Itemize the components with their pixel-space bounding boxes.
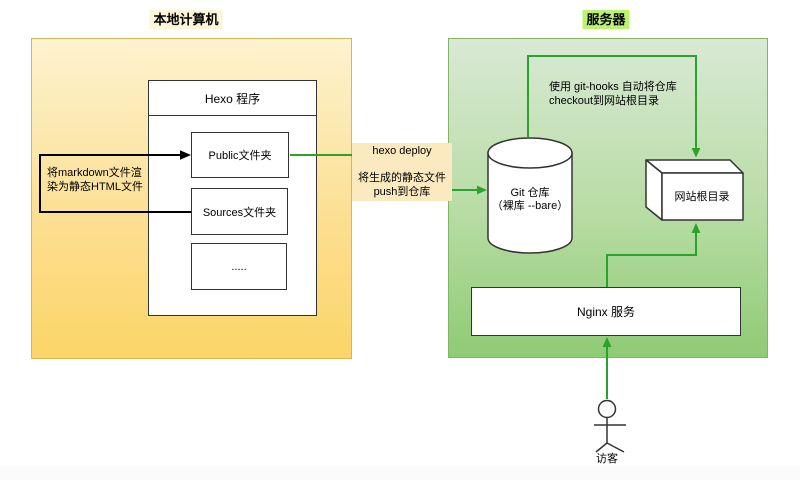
deploy-label: hexo deploy 将生成的静态文件 push到仓库: [352, 143, 452, 201]
visitor-figure: [594, 399, 626, 453]
server-title: 服务器: [582, 10, 630, 29]
webroot-label: 网站根目录: [674, 191, 730, 203]
visitor-label: 访客: [596, 453, 618, 465]
folder-box-public: Public文件夹: [191, 132, 289, 178]
hexo-program-box: Hexo 程序 Public文件夹 Sources文件夹 .....: [148, 80, 317, 316]
hexo-program-header: Hexo 程序: [149, 81, 316, 116]
folder-box-sources: Sources文件夹: [191, 188, 288, 235]
local-machine-title: 本地计算机: [149, 10, 223, 29]
render-note: 将markdown文件渲 染为静态HTML文件: [47, 167, 143, 193]
hooks-note: 使用 git-hooks 自动将仓库 checkout到网站根目录: [549, 81, 677, 107]
bottom-strip: [0, 466, 800, 480]
folder-box-dots: .....: [191, 243, 287, 290]
git-repo-label: Git 仓库 （裸库 --bare）: [491, 187, 569, 212]
nginx-label: Nginx 服务: [576, 305, 635, 319]
nginx-box: Nginx 服务: [471, 287, 741, 336]
